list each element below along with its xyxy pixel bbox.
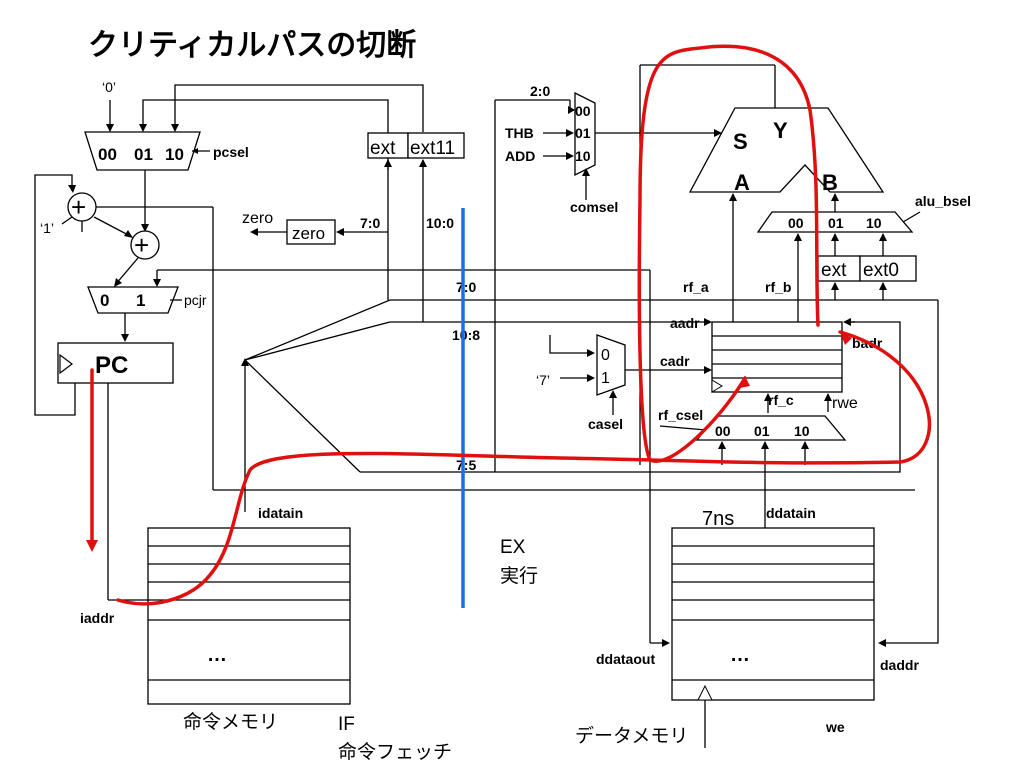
bus-7-5: 7:5: [456, 457, 476, 473]
rfc-in-10: 10: [794, 423, 810, 439]
alu-ext0-box: [859, 255, 917, 282]
bus-10-0: 10:0: [426, 215, 454, 231]
we-label: we: [825, 719, 845, 735]
pcjr-in-0: 0: [100, 291, 109, 310]
cadr-label: cadr: [660, 353, 690, 369]
instruction-memory: [147, 527, 351, 705]
alu-bsel-label: alu_bsel: [915, 193, 971, 209]
const-zero: ‘0’: [102, 79, 116, 95]
pcjr-label: pcjr: [184, 292, 207, 308]
alu-a: A: [734, 170, 750, 195]
zero-box-label: zero: [292, 224, 325, 243]
page-title: クリティカルパスの切断: [88, 28, 416, 63]
alu-section: 00 01 10 THB ADD comsel S Y A B 00 01 10…: [505, 64, 971, 465]
pcsel-in-00: 00: [98, 145, 117, 164]
pcsel-in-01: 01: [134, 145, 153, 164]
ddatain-label: ddatain: [766, 505, 816, 521]
daddr-label: daddr: [880, 657, 919, 673]
rfc-in-00: 00: [715, 423, 731, 439]
casel-in-1: 1: [601, 370, 610, 387]
alu: [688, 107, 885, 193]
casel-mux: [596, 334, 626, 396]
imem-label: 命令メモリ: [183, 711, 278, 733]
pcjr-in-1: 1: [136, 291, 145, 310]
alu-y: Y: [773, 118, 788, 143]
comsel-mux: [574, 91, 596, 177]
pcsel-mux: [84, 131, 201, 171]
data-memory-section: … 7ns ddatain ddataout daddr we データメモリ: [575, 505, 919, 748]
pcsel-in-10: 10: [165, 145, 184, 164]
pc-register: [57, 342, 174, 384]
bus-10-8: 10:8: [452, 327, 480, 343]
zero-section: zero zero: [242, 210, 388, 245]
stage-ex: EX: [500, 537, 526, 558]
register-file: [711, 321, 843, 393]
stage-ex-jp: 実行: [500, 565, 538, 587]
pcsel-label: pcsel: [213, 144, 249, 160]
pcjr-mux: [87, 286, 179, 314]
pc-ext11-box: [407, 132, 465, 159]
com-in-01: 01: [575, 125, 591, 141]
rf-a-label: rf_a: [683, 279, 709, 295]
casel-in-0: 0: [601, 347, 610, 364]
data-memory: [671, 527, 875, 701]
pc-ext-label: ext: [370, 138, 396, 159]
register-file-section: rf_a rf_b aadr badr cadr 0 1 ‘7’ casel: [536, 193, 939, 647]
rfc-in-01: 01: [754, 423, 770, 439]
bsel-in-10: 10: [866, 215, 882, 231]
rf-b-label: rf_b: [765, 279, 791, 295]
imem-dots: …: [207, 644, 227, 666]
idatain-label: idatain: [258, 505, 303, 521]
iaddr-label: iaddr: [80, 610, 115, 626]
rwe-label: rwe: [832, 395, 858, 412]
pc-ext-box: [367, 132, 409, 159]
stage-if: IF: [338, 714, 355, 735]
alu-ext0-label: ext0: [863, 260, 899, 281]
casel-label: casel: [588, 416, 623, 432]
comsel-label: comsel: [570, 199, 618, 215]
casel-const: ‘7’: [536, 372, 550, 388]
adder-2: [130, 230, 160, 260]
rf-c-label: rf_c: [768, 392, 794, 408]
adder-1-plus: +: [71, 192, 86, 222]
critical-path: [86, 44, 932, 606]
alu-b: B: [822, 170, 838, 195]
dmem-label: データメモリ: [575, 725, 688, 747]
pc-ext11-label: ext11: [410, 138, 455, 159]
com-in-thb: THB: [505, 125, 534, 141]
bsel-in-01: 01: [828, 215, 844, 231]
bsel-in-00: 00: [788, 215, 804, 231]
com-in-10: 10: [575, 148, 591, 164]
alu-s: S: [733, 129, 748, 154]
bus-2-0: 2:0: [530, 83, 550, 99]
aadr-label: aadr: [670, 315, 700, 331]
zero-box: [286, 219, 336, 245]
alu-ext-label: ext: [821, 260, 847, 281]
pc-section: 00 01 10 pcsel ‘0’ ext ext11 + + ‘1’: [34, 79, 915, 601]
com-in-add: ADD: [505, 148, 535, 164]
dmem-delay: 7ns: [702, 508, 734, 530]
bus-7-0-top: 7:0: [360, 215, 380, 231]
instruction-memory-section: … idatain iaddr 命令メモリ: [80, 505, 351, 733]
bus-7-0-mid: 7:0: [456, 279, 476, 295]
ddataout-label: ddataout: [596, 651, 655, 667]
zero-out-label: zero: [242, 210, 273, 227]
com-in-00: 00: [575, 103, 591, 119]
adder-2-plus: +: [134, 230, 149, 260]
const-one: ‘1’: [40, 220, 54, 236]
dmem-dots: …: [730, 644, 750, 666]
rf-csel-label: rf_csel: [658, 407, 703, 423]
alu-bsel-mux: [756, 211, 914, 233]
pc-label: PC: [95, 352, 128, 379]
stage-if-jp: 命令フェッチ: [338, 741, 452, 763]
